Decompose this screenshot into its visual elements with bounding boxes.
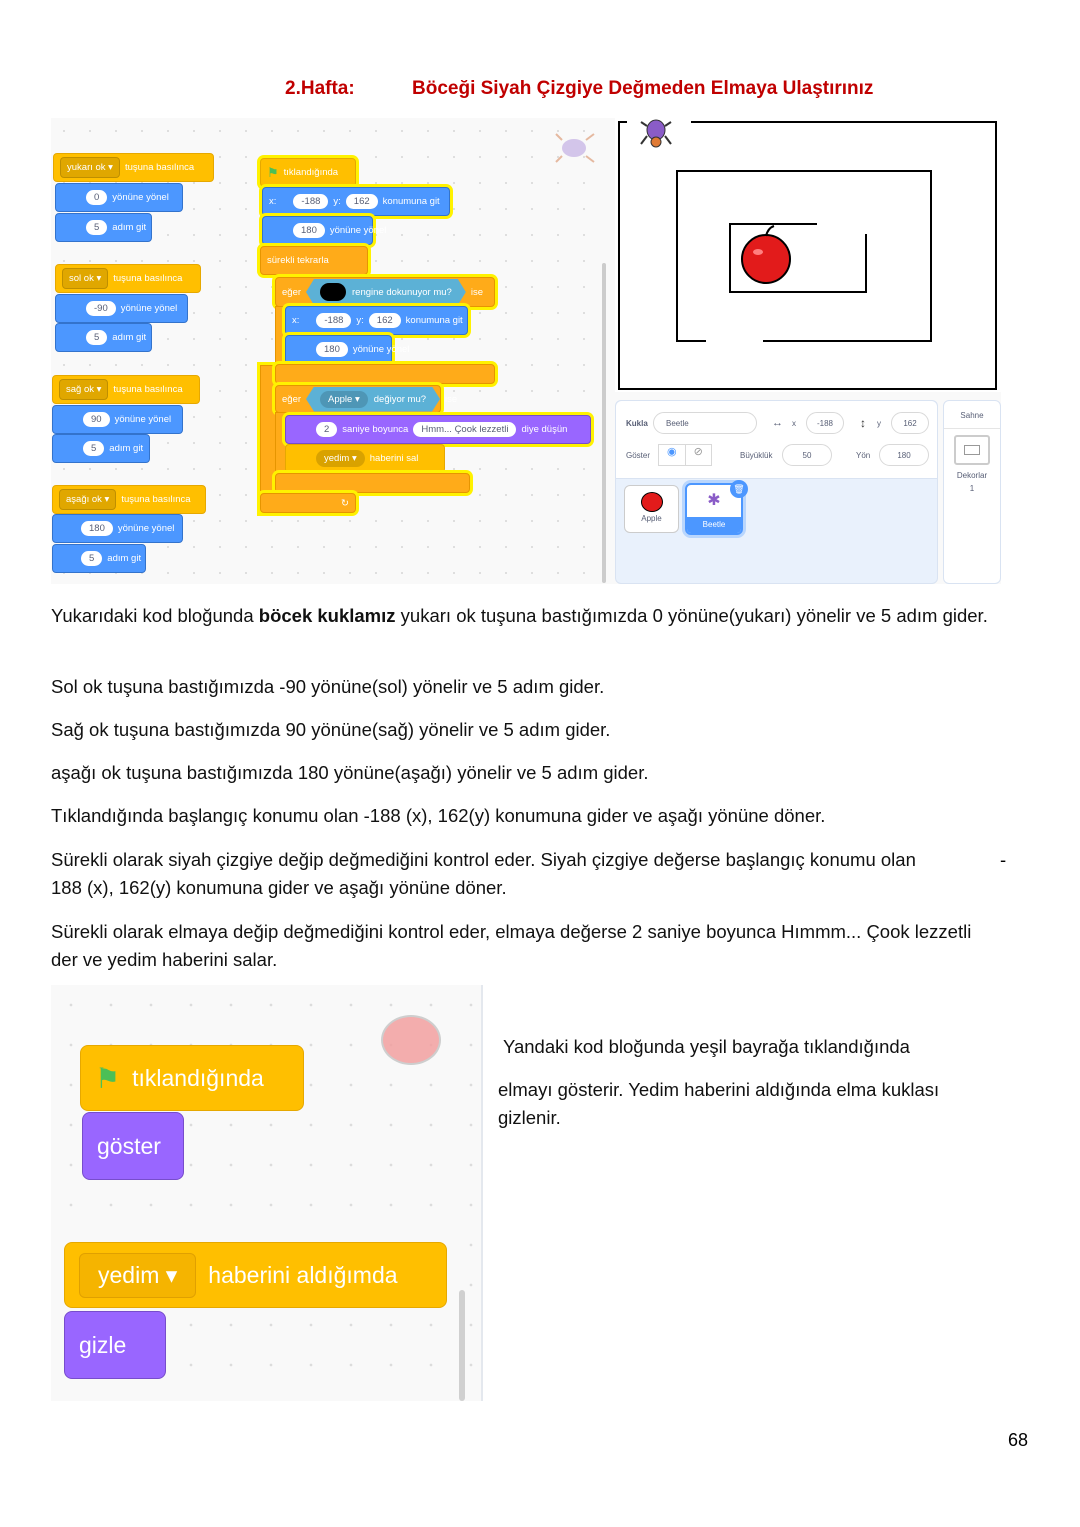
paragraph: Sağ ok tuşuna bastığımızda 90 yönüne(sağ… [51, 719, 611, 740]
broadcast-block[interactable]: yedim ▾haberini sal [285, 444, 445, 473]
loop-arrow-icon: ↻ [341, 497, 349, 509]
y-label: y [877, 419, 881, 428]
sprite-name-input[interactable]: Beetle [653, 412, 757, 434]
key-dropdown[interactable]: sol ok ▾ [62, 268, 109, 289]
hide-block[interactable]: gizle [64, 1311, 166, 1379]
key-pressed-hat-down[interactable]: aşağı ok ▾tuşuna basılınca [52, 474, 206, 514]
x-label: x [792, 419, 796, 428]
backdrop-thumb[interactable] [954, 435, 990, 465]
show-label: Göster [626, 451, 651, 460]
green-flag-hat[interactable]: ⚑tıklandığında [260, 147, 356, 187]
maze [618, 119, 997, 390]
green-flag-icon: ⚑ [95, 1062, 121, 1094]
apple-icon [640, 492, 663, 512]
paragraph: Yukarıdaki kod bloğunda böcek kuklamız y… [51, 605, 988, 626]
apple-sprite [741, 225, 791, 284]
beetle-sprite-icon [555, 133, 595, 163]
paragraph: aşağı ok tuşuna bastığımızda 180 yönüne(… [51, 762, 649, 783]
stage-selector[interactable]: Sahne Dekorlar 1 [943, 400, 1001, 584]
beetle-icon: ✱ [707, 492, 721, 509]
sprite-thumb-beetle[interactable]: ✱ Beetle [685, 483, 743, 535]
green-flag-icon: ⚑ [267, 164, 279, 180]
size-label: Büyüklük [740, 451, 773, 460]
when-receive-hat[interactable]: yedim ▾haberini aldığımda [64, 1215, 447, 1308]
sprite-label: Kukla [626, 419, 648, 428]
paragraph: Sürekli olarak siyah çizgiye değip değme… [51, 849, 916, 870]
scrollbar[interactable] [459, 1290, 465, 1401]
key-pressed-hat-up[interactable]: yukarı ok ▾tuşuna basılınca [53, 142, 214, 182]
forever-end: ↻ [260, 493, 356, 513]
sprite-name: Apple [641, 514, 662, 523]
y-input[interactable]: 162 [891, 412, 929, 434]
sprite-pane: Kukla Beetle ↔ x -188 ↕ y 162 Göster ◉ ⊘… [615, 400, 938, 584]
paragraph: Sol ok tuşuna bastığımızda -90 yönüne(so… [51, 676, 605, 697]
key-pressed-hat-left[interactable]: sol ok ▾tuşuna basılınca [55, 253, 201, 293]
sprite-info: Kukla Beetle ↔ x -188 ↕ y 162 Göster ◉ ⊘… [616, 401, 937, 479]
week-label: 2.Hafta: [285, 78, 355, 99]
page-title: Böceği Siyah Çizgiye Değmeden Elmaya Ula… [412, 78, 874, 99]
show-block[interactable]: göster [82, 1112, 184, 1180]
backdrops-count: 1 [969, 484, 975, 493]
paragraph: Tıklandığında başlangıç konumu olan -188… [51, 805, 826, 826]
delete-sprite-icon[interactable]: 🗑 [730, 480, 748, 498]
paragraph: Sürekli olarak elmaya değip değmediğini … [51, 921, 972, 970]
message-dropdown[interactable]: yedim ▾ [79, 1252, 197, 1298]
key-dropdown[interactable]: yukarı ok ▾ [60, 157, 120, 178]
page-number: 68 [1008, 1430, 1029, 1450]
direction-label: Yön [856, 451, 871, 460]
scrollbar[interactable] [602, 263, 606, 583]
apple-sprite-icon [381, 1015, 441, 1065]
x-input[interactable]: -188 [806, 412, 844, 434]
y-arrows-icon: ↕ [860, 416, 866, 430]
size-input[interactable]: 50 [782, 444, 832, 466]
key-dropdown[interactable]: sağ ok ▾ [59, 379, 109, 400]
sprite-thumb-apple[interactable]: Apple [624, 485, 679, 533]
sprite-name: Beetle [687, 517, 741, 533]
touching-sprite-condition[interactable]: Apple ▾değiyor mu? [306, 387, 440, 412]
backdrops-label: Dekorlar [956, 471, 988, 480]
hyphen: - [1000, 849, 1007, 870]
if-end [275, 473, 470, 493]
paragraph: 188 (x), 162(y) konumuna gider ve aşağı … [51, 877, 507, 898]
visibility-toggle[interactable]: ◉ ⊘ [658, 444, 712, 466]
stage [615, 118, 1001, 392]
eye-hidden-icon[interactable]: ⊘ [684, 445, 712, 465]
apple-code-screenshot: ⚑tıklandığında göster yedim ▾haberini al… [51, 985, 483, 1401]
x-arrows-icon: ↔ [772, 417, 783, 429]
green-flag-hat[interactable]: ⚑tıklandığında [80, 1018, 304, 1111]
stage-label: Sahne [944, 401, 1000, 429]
touching-color-condition[interactable]: rengine dokunuyor mu? [306, 279, 466, 305]
key-pressed-hat-right[interactable]: sağ ok ▾tuşuna basılınca [52, 364, 200, 404]
side-text-line2: elmayı gösterir. Yedim haberini aldığınd… [498, 1079, 940, 1128]
if-end [275, 364, 495, 384]
direction-input[interactable]: 180 [879, 444, 929, 466]
side-text-line1: Yandaki kod bloğunda yeşil bayrağa tıkla… [503, 1036, 910, 1057]
eye-icon[interactable]: ◉ [666, 446, 677, 458]
forever-block[interactable]: sürekli tekrarla [260, 246, 368, 275]
color-swatch[interactable] [320, 283, 346, 301]
beetle-sprite [640, 119, 672, 148]
key-dropdown[interactable]: aşağı ok ▾ [59, 489, 117, 510]
